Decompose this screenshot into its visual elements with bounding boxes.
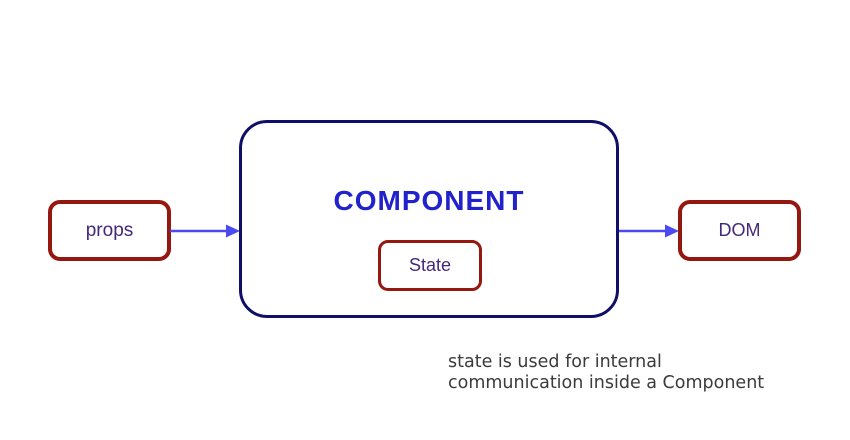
dom-label: DOM — [718, 220, 761, 240]
arrowhead-right-icon — [226, 224, 240, 238]
arrowhead-right-icon — [665, 224, 679, 238]
component-box: COMPONENT State — [239, 120, 619, 318]
component-label: COMPONENT — [333, 185, 525, 216]
props-label: props — [85, 219, 134, 241]
caption-line-1: state is used for internal — [448, 352, 662, 372]
component-to-dom-arrow — [619, 224, 679, 238]
state-label: State — [408, 255, 452, 275]
dom-box: DOM — [678, 200, 801, 261]
state-box: State — [378, 240, 482, 291]
caption: state is used for internal communication… — [448, 352, 764, 394]
caption-line-2: communication inside a Component — [448, 373, 765, 393]
props-to-component-arrow — [170, 224, 240, 238]
props-box: props — [48, 200, 171, 261]
